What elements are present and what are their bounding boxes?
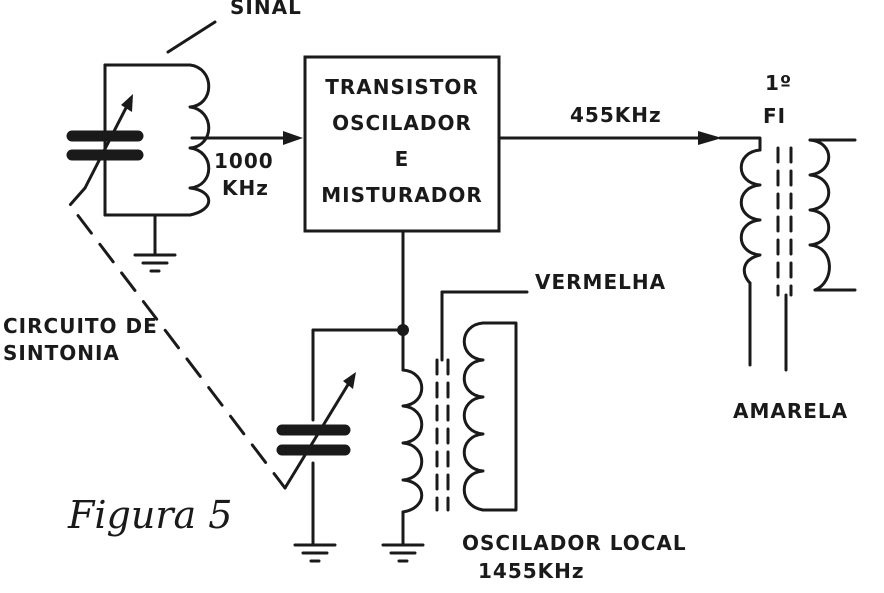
arrow-to-fi bbox=[698, 131, 722, 145]
ground-symbol-input bbox=[133, 253, 177, 273]
vermelha-label: VERMELHA bbox=[535, 270, 666, 294]
ganged-tuning-link bbox=[68, 186, 287, 490]
ground-symbol-cap bbox=[293, 543, 337, 563]
block-line-1: TRANSISTOR bbox=[325, 75, 479, 99]
circuito-label-1: CIRCUITO DE bbox=[3, 314, 158, 338]
output-freq-label: 455KHz bbox=[570, 103, 662, 127]
fi-label-1: 1º bbox=[765, 71, 792, 95]
fi-label-2: FI bbox=[763, 104, 786, 128]
input-coil bbox=[188, 63, 211, 217]
input-freq-label-2: KHz bbox=[222, 176, 269, 200]
figure-caption: Figura 5 bbox=[67, 493, 232, 537]
arrow-into-block bbox=[283, 131, 303, 145]
osc-secondary-coil bbox=[462, 321, 485, 512]
sinal-pointer bbox=[166, 20, 217, 54]
local-oscillator: VERMELHA OSCILADOR LOCAL 1455KHz bbox=[311, 229, 687, 583]
block-line-4: MISTURADOR bbox=[321, 183, 483, 207]
amarela-label: AMARELA bbox=[733, 399, 848, 423]
input-variable-capacitor bbox=[66, 63, 144, 217]
osc-label-2: 1455KHz bbox=[478, 559, 585, 583]
circuito-label-2: SINTONIA bbox=[3, 341, 120, 365]
fi-transformer: 1º FI AMARELA bbox=[718, 71, 857, 423]
osc-label-1: OSCILADOR LOCAL bbox=[462, 531, 687, 555]
fi-secondary-coil bbox=[808, 138, 831, 292]
sinal-label: SINAL bbox=[230, 0, 302, 19]
block-line-3: E bbox=[395, 147, 410, 171]
osc-variable-capacitor bbox=[276, 372, 356, 563]
input-freq-label-1: 1000 bbox=[214, 149, 274, 173]
fi-primary-coil bbox=[739, 148, 762, 285]
ground-symbol-osc bbox=[381, 543, 425, 563]
osc-primary-coil bbox=[401, 368, 424, 514]
block-line-2: OSCILADOR bbox=[332, 111, 472, 135]
input-tank-circuit bbox=[103, 63, 211, 273]
